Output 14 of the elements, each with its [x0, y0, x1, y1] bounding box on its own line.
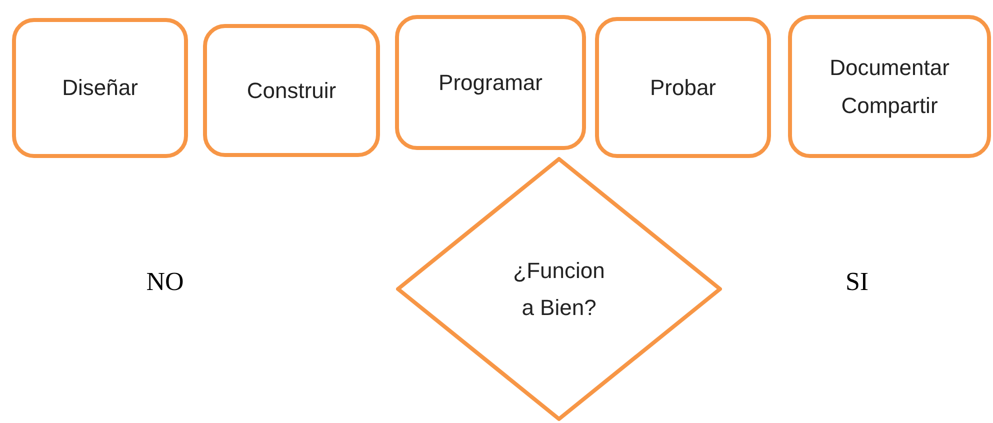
process-box [788, 15, 991, 158]
node-text: ¿Funcion a Bien? [512, 256, 606, 322]
node-text: Diseñar [62, 74, 138, 102]
process-box [12, 18, 188, 158]
decision-diamond [396, 157, 722, 421]
node-text: Probar [650, 74, 716, 102]
node-text: Construir [246, 76, 336, 105]
process-box [395, 15, 586, 150]
process-box [595, 17, 771, 158]
branch-label: SI [844, 266, 870, 298]
node-text: Documentar Compartir [828, 54, 950, 120]
branch-label: NO [145, 266, 185, 298]
node-text: Programar [438, 68, 542, 97]
process-box [203, 24, 380, 157]
